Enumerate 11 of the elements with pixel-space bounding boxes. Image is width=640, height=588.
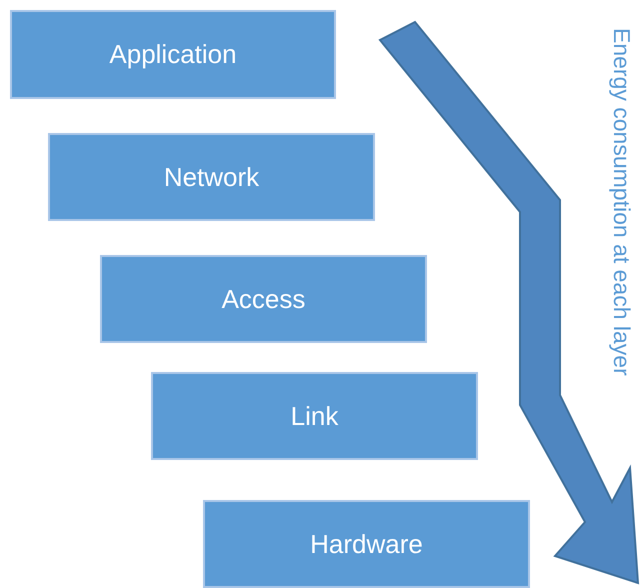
layer-label: Access (222, 284, 306, 314)
axis-caption: Energy consumption at each layer (610, 28, 633, 376)
layer-box (10, 10, 336, 99)
layer-label: Hardware (310, 528, 423, 560)
layer-box (100, 255, 427, 343)
layer-label: Link (290, 400, 338, 432)
layer-label: Network (164, 162, 260, 192)
layer-box (48, 133, 375, 221)
layer-box (203, 500, 530, 588)
layer-box (151, 372, 478, 460)
layer-label: Application (109, 39, 237, 70)
